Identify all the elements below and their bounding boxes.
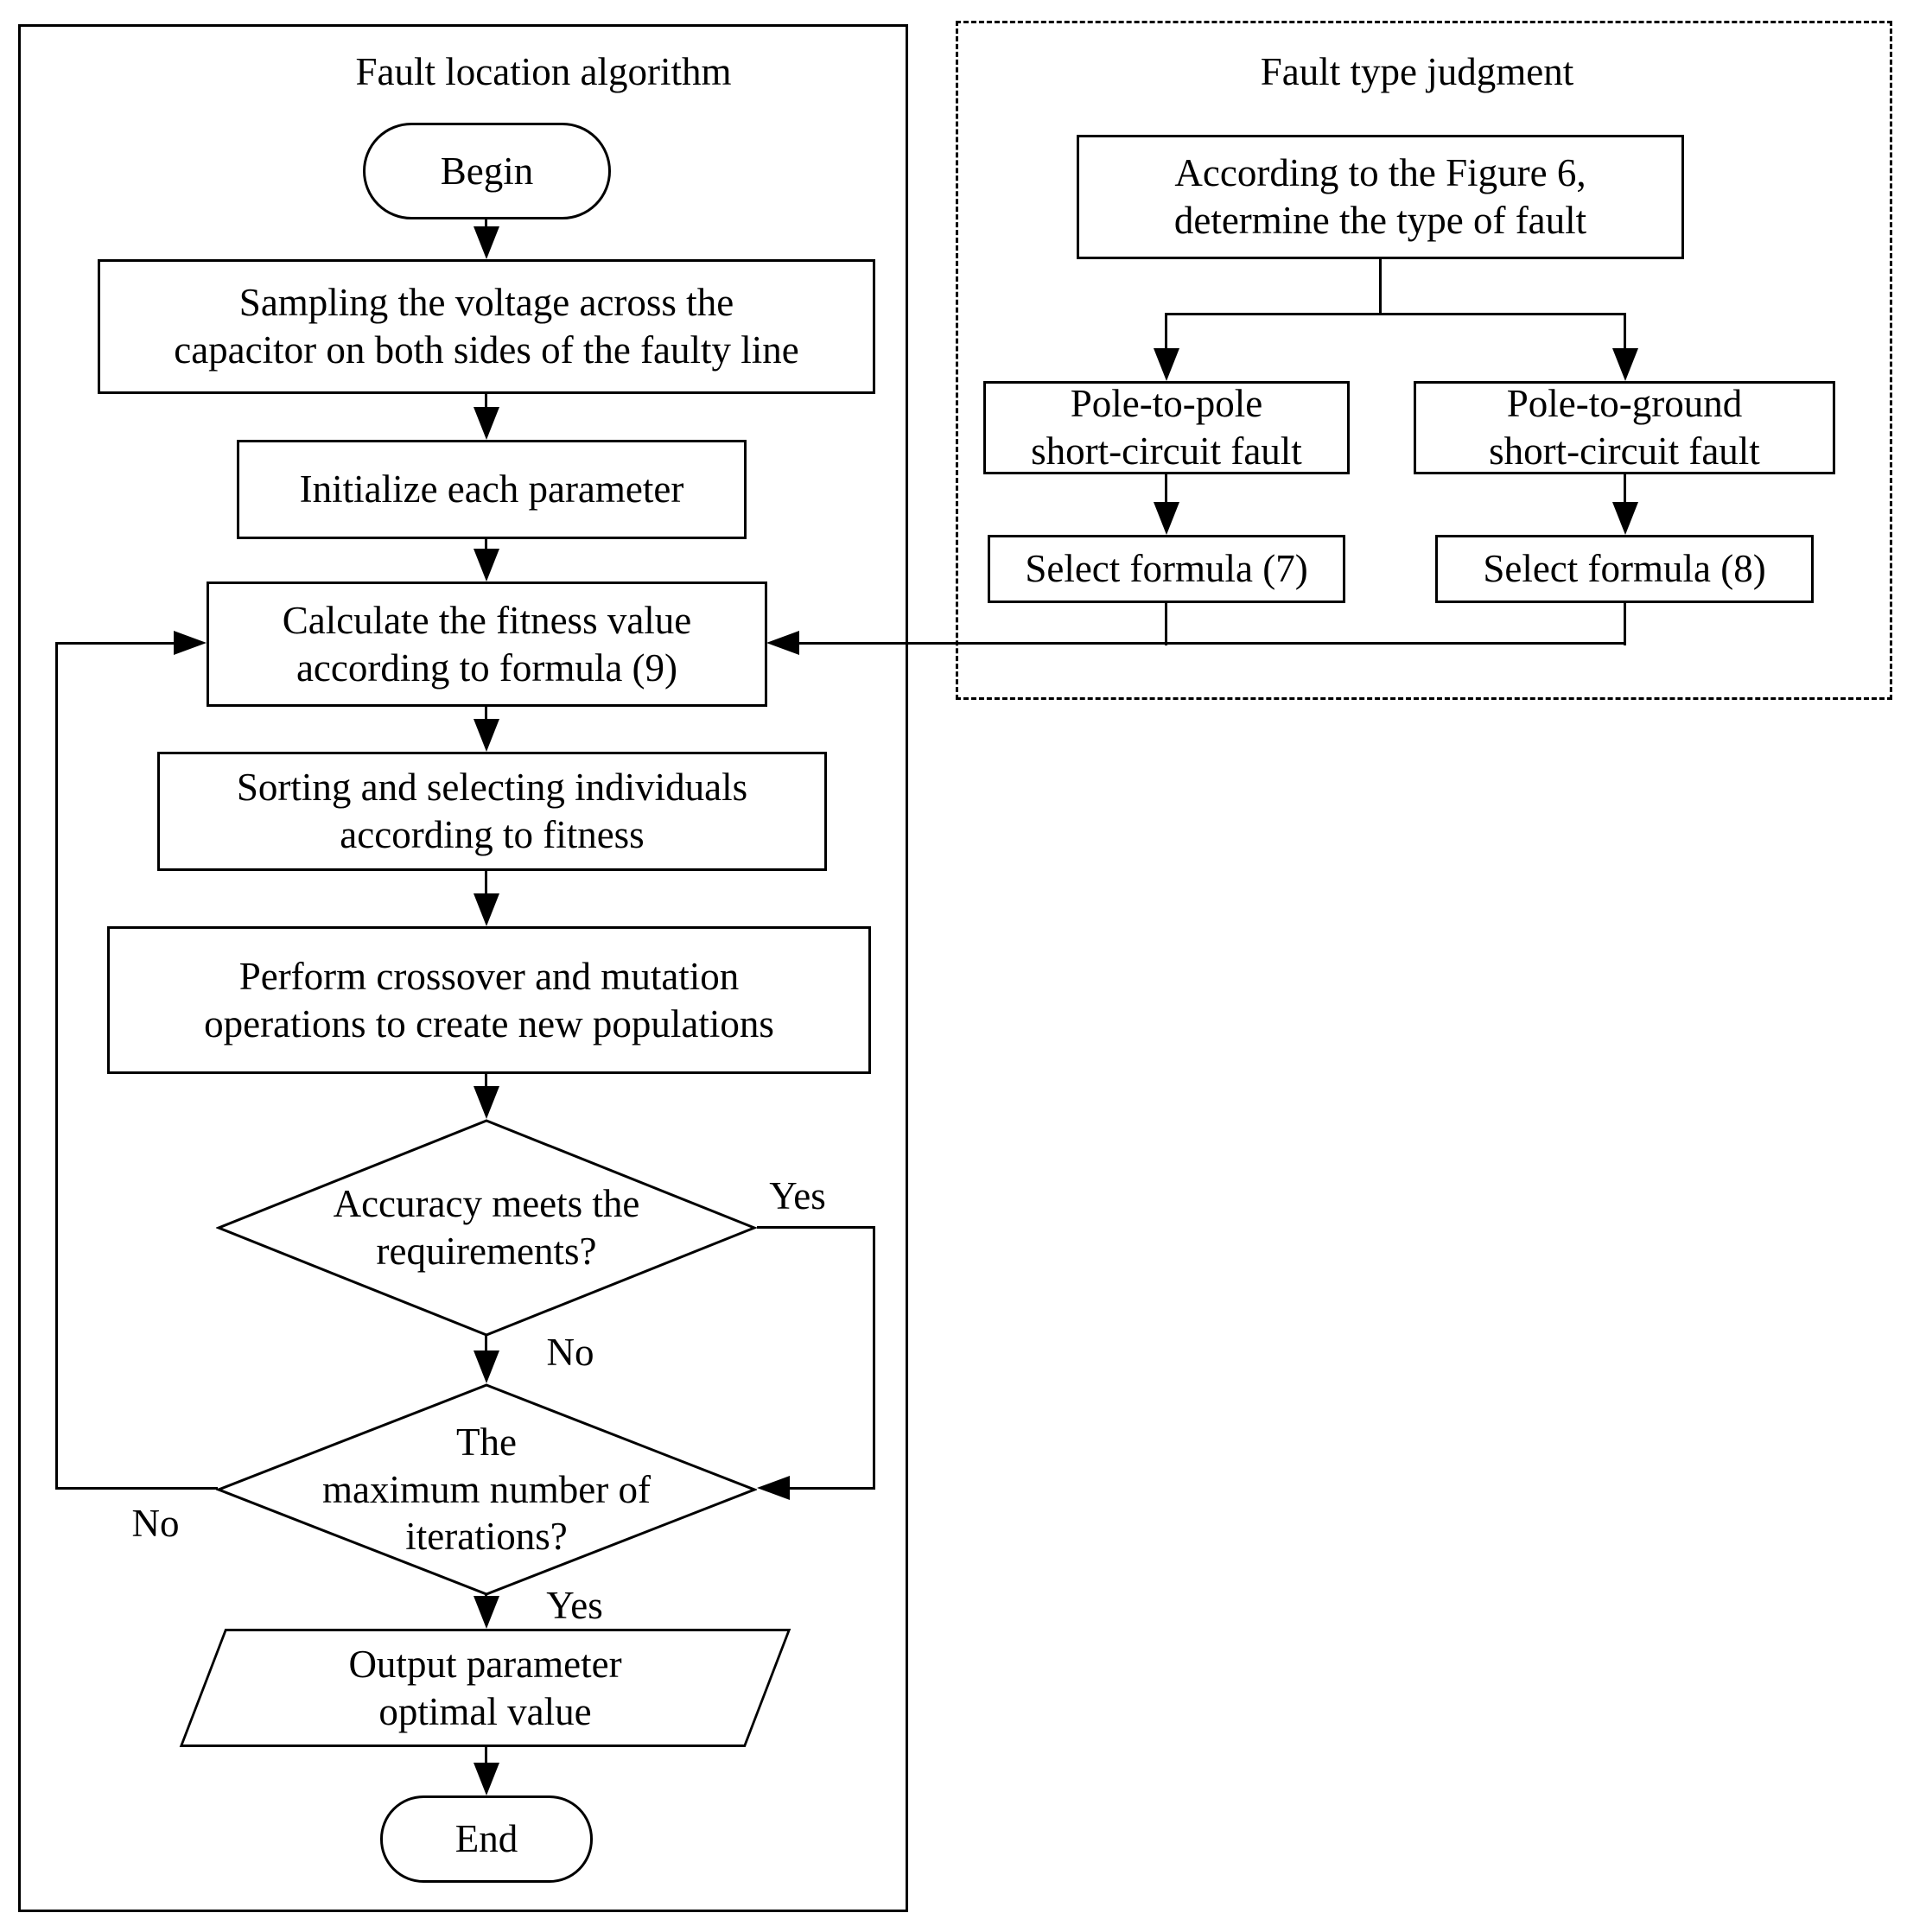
pole-to-pole-node-label: Pole-to-pole short-circuit fault: [1031, 382, 1302, 473]
iterations-diamond-shape-icon: [216, 1383, 757, 1596]
edge-split-pole-to-ground-line: [1624, 313, 1626, 354]
edge-iterations-output-arrowhead-icon: [474, 1596, 499, 1629]
select-formula-7-node-label: Select formula (7): [1025, 547, 1308, 591]
calculate-fitness-node-label: Calculate the fitness value according to…: [282, 598, 692, 690]
accuracy-yes-label: Yes: [769, 1174, 826, 1217]
fault-type-panel: [956, 21, 1892, 700]
edge-output-end-line: [485, 1746, 487, 1769]
accuracy-diamond-shape-icon: [216, 1119, 757, 1337]
edge-accuracy-iterations-arrowhead-icon: [474, 1350, 499, 1383]
edge-merge-into-calculate-arrowhead-icon: [766, 631, 799, 655]
edge-calculate-sorting-arrowhead-icon: [474, 719, 499, 752]
accuracy-decision-label: Accuracy meets the requirements?: [333, 1182, 640, 1273]
edge-split-horizontal-line: [1166, 313, 1626, 315]
edge-loop-into-calculate-arrowhead-icon: [174, 631, 207, 655]
edge-calculate-sorting-line: [485, 706, 487, 725]
edge-pole-to-ground-formula8-line: [1624, 474, 1626, 507]
crossover-mutation-node-label: Perform crossover and mutation operation…: [204, 954, 774, 1045]
pole-to-pole-node: Pole-to-pole short-circuit fault: [983, 381, 1350, 474]
sorting-node: Sorting and selecting individuals accord…: [157, 752, 827, 871]
iterations-decision-diamond: The maximum number of iterations?: [216, 1383, 757, 1596]
iterations-no-label: No: [131, 1502, 180, 1545]
output-node-label: Output parameter optimal value: [348, 1642, 622, 1733]
edge-sampling-initialize-arrowhead-icon: [474, 407, 499, 440]
edge-loop-into-calculate-line: [56, 642, 177, 645]
pole-to-ground-node-label: Pole-to-ground short-circuit fault: [1489, 382, 1760, 473]
edge-initialize-calculate-line: [485, 538, 487, 554]
determine-fault-type-node-label: According to the Figure 6, determine the…: [1173, 151, 1587, 242]
determine-fault-type-node: According to the Figure 6, determine the…: [1077, 135, 1684, 259]
end-node: End: [380, 1795, 593, 1883]
edge-pole-to-pole-formula7-line: [1165, 474, 1167, 507]
accuracy-decision-diamond: Accuracy meets the requirements?: [216, 1119, 757, 1337]
crossover-mutation-node: Perform crossover and mutation operation…: [107, 926, 871, 1074]
edge-iterations-no-vertical-line: [55, 642, 58, 1490]
edge-iterations-no-horizontal-line: [56, 1487, 218, 1490]
edge-formula8-merge-line: [1624, 603, 1626, 645]
begin-node-label: Begin: [440, 149, 534, 193]
edge-sorting-crossover-arrowhead-icon: [474, 893, 499, 926]
edge-split-pole-to-pole-arrowhead-icon: [1154, 348, 1179, 381]
edge-accuracy-yes-arrowhead-icon: [757, 1476, 790, 1500]
accuracy-no-label: No: [546, 1331, 594, 1374]
fault-location-panel: [18, 24, 908, 1912]
select-formula-8-node-label: Select formula (8): [1483, 547, 1766, 591]
end-node-label: End: [455, 1817, 518, 1861]
edge-accuracy-yes-vertical-line: [873, 1226, 875, 1490]
edge-accuracy-yes-return-line: [788, 1487, 875, 1490]
edge-crossover-accuracy-line: [485, 1073, 487, 1090]
edge-sorting-crossover-line: [485, 870, 487, 898]
edge-pole-to-pole-formula7-arrowhead-icon: [1154, 502, 1179, 535]
edge-crossover-accuracy-arrowhead-icon: [474, 1086, 499, 1119]
edge-formula7-merge-line: [1165, 603, 1167, 645]
initialize-node-label: Initialize each parameter: [299, 467, 684, 512]
fault-type-panel-title: Fault type judgment: [1260, 50, 1574, 93]
edge-pole-to-ground-formula8-arrowhead-icon: [1612, 502, 1638, 535]
edge-sampling-initialize-line: [485, 393, 487, 412]
pole-to-ground-node: Pole-to-ground short-circuit fault: [1414, 381, 1835, 474]
sampling-node-label: Sampling the voltage across the capacito…: [174, 281, 799, 372]
fault-location-panel-title: Fault location algorithm: [355, 50, 732, 93]
select-formula-8-node: Select formula (8): [1435, 535, 1814, 603]
edge-accuracy-iterations-line: [485, 1336, 487, 1357]
sorting-node-label: Sorting and selecting individuals accord…: [236, 766, 748, 856]
calculate-fitness-node: Calculate the fitness value according to…: [207, 582, 767, 707]
edge-split-pole-to-ground-arrowhead-icon: [1612, 348, 1638, 381]
sampling-node: Sampling the voltage across the capacito…: [98, 259, 875, 394]
edge-split-pole-to-pole-line: [1165, 313, 1167, 354]
edge-accuracy-yes-horizontal-line: [757, 1226, 875, 1229]
edge-merge-into-calculate-line: [776, 642, 1626, 645]
edge-determine-split-line: [1379, 258, 1382, 315]
edge-output-end-arrowhead-icon: [474, 1763, 499, 1795]
edge-begin-sampling-arrowhead-icon: [474, 226, 499, 259]
begin-node: Begin: [363, 123, 611, 219]
output-parallelogram-textbox: Output parameter optimal value: [202, 1629, 768, 1747]
iterations-yes-label: Yes: [546, 1584, 603, 1627]
edge-initialize-calculate-arrowhead-icon: [474, 549, 499, 582]
iterations-decision-label: The maximum number of iterations?: [322, 1420, 651, 1559]
initialize-node: Initialize each parameter: [237, 440, 747, 539]
select-formula-7-node: Select formula (7): [988, 535, 1345, 603]
